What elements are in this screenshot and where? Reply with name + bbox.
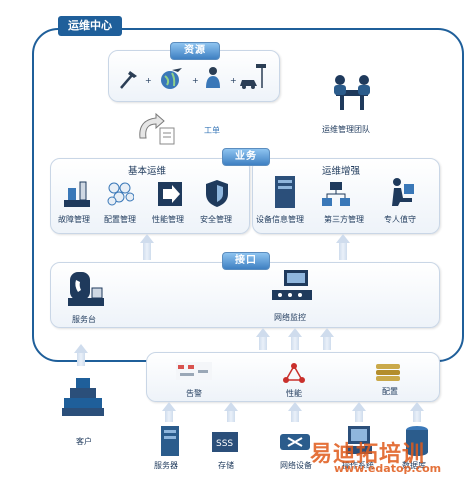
fault-management-icon: [64, 181, 90, 207]
watermark-brand: 易迪拓培训: [310, 442, 426, 467]
alarm-icon: [176, 362, 212, 380]
collect-item-0: 告警: [186, 389, 202, 398]
plus-sign: +: [145, 76, 152, 85]
plus-sign: +: [230, 76, 237, 85]
service-desk-icon: [68, 272, 104, 306]
device-item-0: 服务器: [154, 461, 178, 470]
car-lamp-icon: [240, 64, 266, 89]
arrow-device-up-2: [224, 402, 238, 422]
collect-item-2: 配置: [382, 387, 398, 396]
performance-management-icon: [158, 182, 182, 206]
network-monitor-icon: [272, 270, 312, 300]
interface-tag: 接口: [222, 252, 270, 270]
on-duty-icon: [392, 178, 414, 206]
network-monitor-label: 网络监控: [274, 313, 306, 322]
arrow-device-up-4: [352, 402, 366, 422]
watermark-url: www.edatop.com: [334, 462, 442, 475]
interface-box: [50, 262, 440, 328]
workorder-label: 工单: [204, 126, 220, 135]
basic-item-2: 性能管理: [152, 215, 184, 224]
workorder-icon: [139, 112, 175, 145]
arrow-device-up-3: [288, 402, 302, 422]
arrow-collect-up-2: [288, 328, 302, 350]
database-icon: [406, 426, 428, 456]
server-icon: [161, 426, 179, 456]
arrow-device-up-1: [162, 402, 176, 422]
security-management-icon: [206, 180, 228, 207]
device-item-1: 存储: [218, 461, 234, 470]
team-label: 运维管理团队: [322, 125, 370, 134]
business-tag: 业务: [222, 148, 270, 166]
collect-item-1: 性能: [286, 389, 302, 398]
arrow-collect-up-3: [320, 328, 334, 350]
enhanced-item-0: 设备信息管理: [256, 215, 304, 224]
arrow-basic-up: [140, 234, 154, 260]
network-device-icon: [280, 434, 310, 450]
third-party-icon: [322, 182, 350, 206]
customer-label: 客户: [76, 437, 92, 446]
service-desk-label: 服务台: [72, 315, 96, 324]
tools-icon: [120, 71, 137, 89]
enhanced-item-2: 专人值守: [384, 215, 416, 224]
enhanced-item-1: 第三方管理: [324, 215, 364, 224]
config-management-icon: [107, 182, 134, 206]
config-stack-icon: [376, 364, 400, 381]
plus-sign: +: [192, 76, 199, 85]
basic-ops-title: 基本运维: [128, 166, 167, 177]
ops-center-title: 运维中心: [58, 16, 122, 36]
resources-tag: 资源: [170, 42, 220, 60]
basic-item-1: 配置管理: [104, 215, 136, 224]
device-item-2: 网络设备: [280, 461, 312, 470]
globe-plane-icon: [161, 68, 182, 89]
arrow-device-up-5: [410, 402, 424, 422]
basic-item-3: 安全管理: [200, 215, 232, 224]
arrow-customer-up: [74, 344, 88, 366]
enhanced-ops-title: 运维增强: [322, 166, 361, 177]
device-info-icon: [275, 176, 295, 208]
arrow-collect-up-1: [256, 328, 270, 350]
svg-text:SSS: SSS: [216, 439, 233, 449]
customer-icon: [62, 378, 104, 416]
os-icon: [346, 426, 372, 454]
person-icon: [206, 67, 220, 88]
storage-icon: SSS: [212, 432, 238, 452]
performance-icon: [283, 363, 305, 383]
arrow-enhanced-up: [336, 234, 350, 260]
basic-item-0: 故障管理: [58, 215, 90, 224]
device-item-4: 数据库: [402, 461, 426, 470]
device-item-3: 操作系统: [342, 461, 374, 470]
team-icon: [334, 75, 370, 110]
